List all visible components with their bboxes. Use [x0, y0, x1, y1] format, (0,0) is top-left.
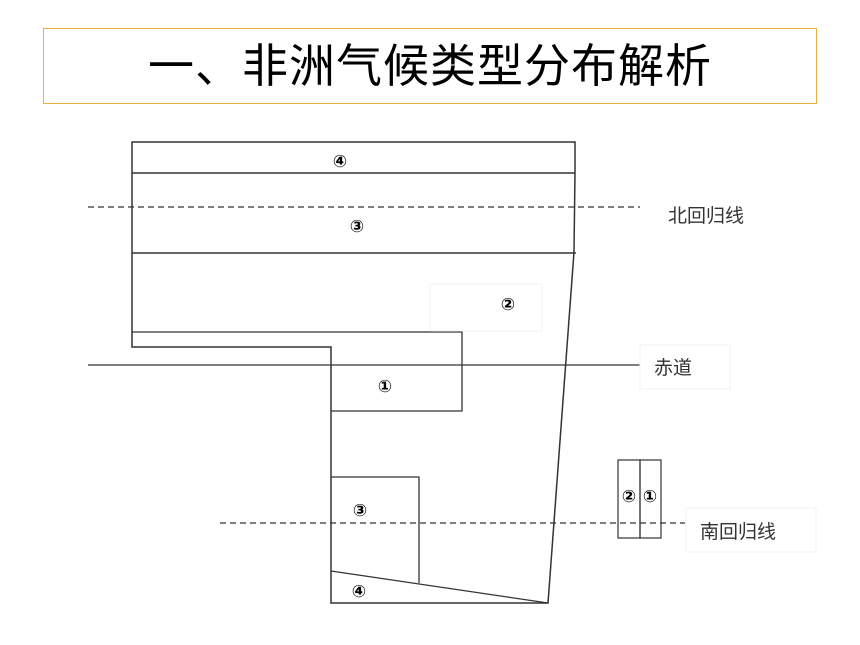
south-bottom-divider [330, 570, 549, 604]
legend-box-right [639, 459, 662, 539]
zone-label-north-band: ③ [350, 217, 364, 237]
zone-label-legend-left: ② [622, 487, 636, 507]
zone-label-equator: ① [378, 377, 392, 397]
equator-label-box [639, 344, 731, 390]
zone-label-north-top: ④ [333, 152, 347, 172]
zone-label-east: ② [501, 295, 515, 315]
south-zone-box [331, 476, 420, 583]
continent-outline [131, 141, 576, 604]
zone-label-south-bottom: ④ [352, 582, 366, 602]
zone-label-south-left: ③ [353, 501, 367, 521]
capricorn-label-box [685, 507, 817, 553]
equator-label: 赤道 [654, 357, 692, 379]
east-zone-box [429, 283, 543, 332]
zone-label-legend-right: ① [643, 487, 657, 507]
equator-zone-box [331, 331, 463, 412]
page-title: 一、非洲气候类型分布解析 [148, 39, 712, 93]
tropic-capricorn-label: 南回归线 [700, 521, 776, 543]
tropic-cancer-label: 北回归线 [668, 205, 744, 227]
title-box: 一、非洲气候类型分布解析 [43, 28, 817, 104]
